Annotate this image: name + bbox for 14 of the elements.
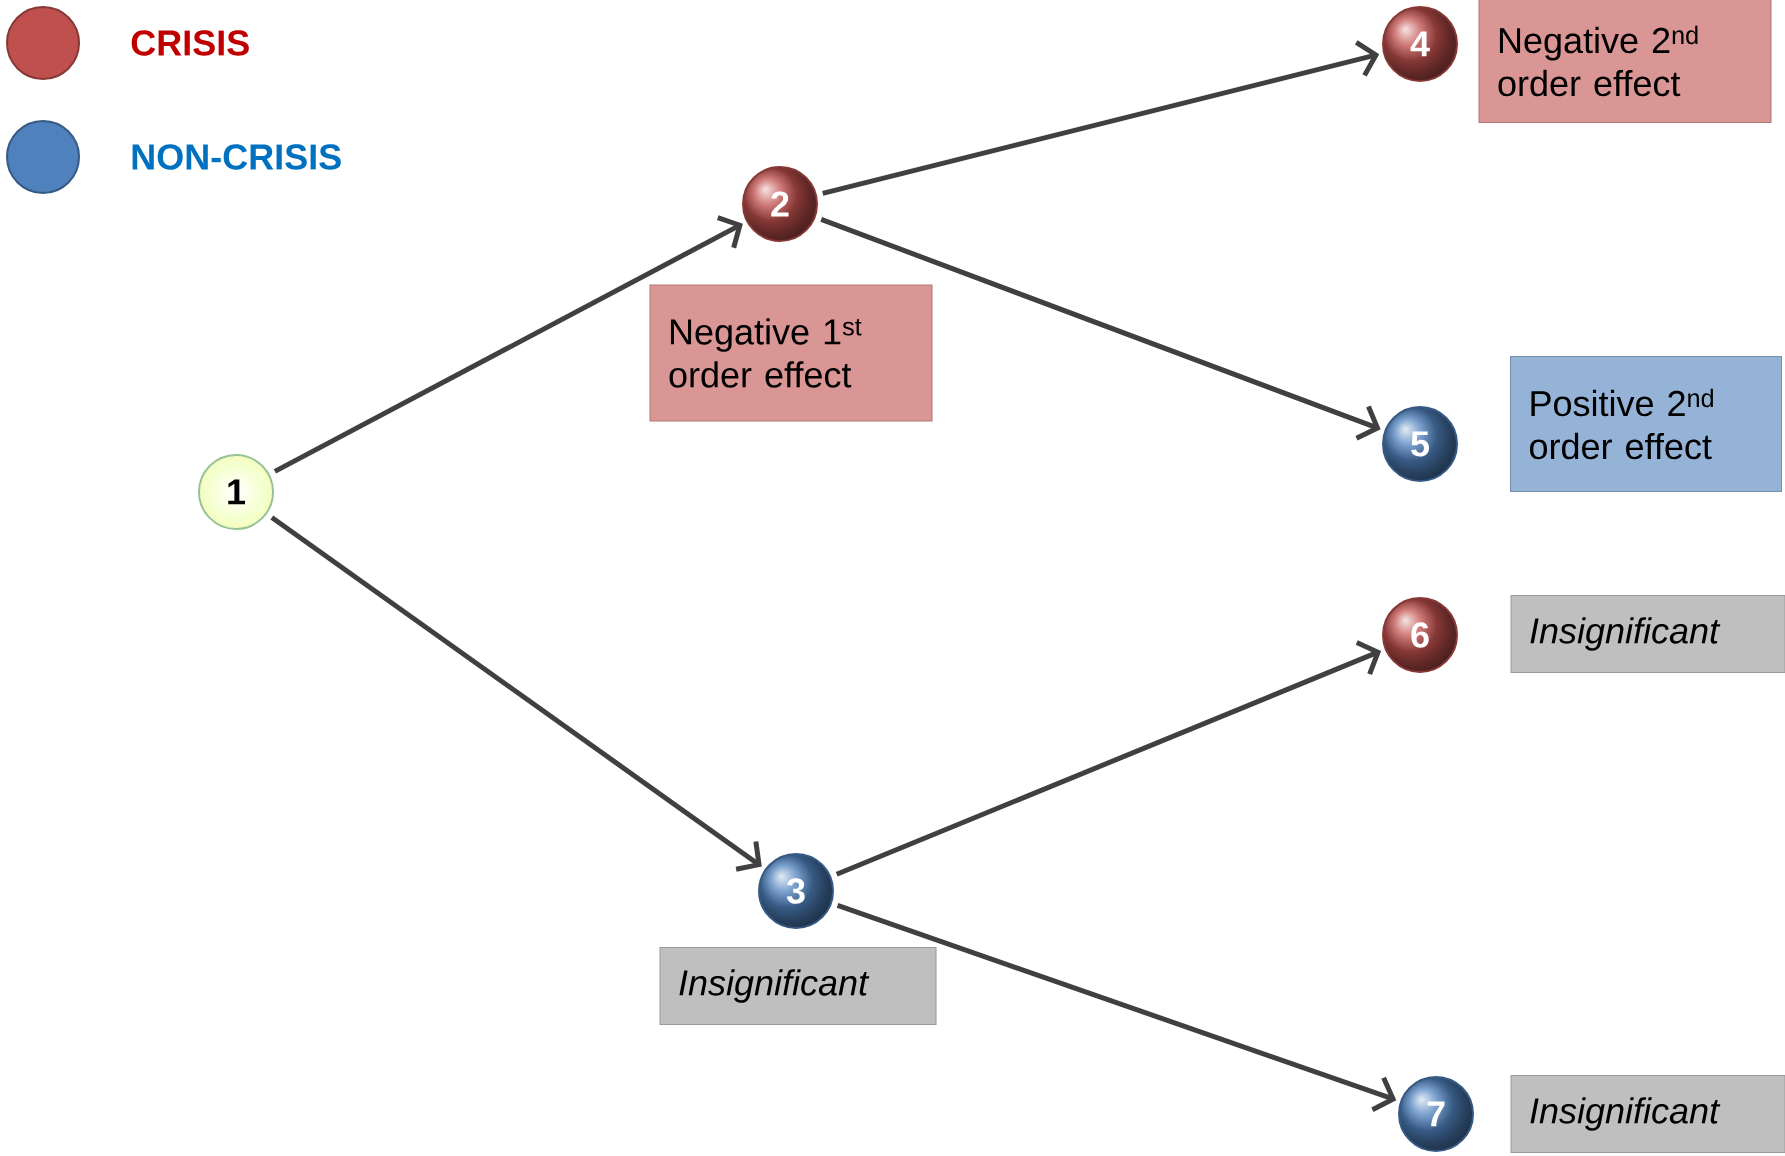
effect-box: Positive 2$^{nd}$ order effect <box>1510 356 1782 492</box>
arrow <box>820 217 1381 441</box>
effect-box: Insignificant <box>659 947 937 1025</box>
legend-label: NON-CRISIS <box>132 144 341 170</box>
arrow <box>822 40 1380 196</box>
arrow <box>273 215 743 474</box>
effect-box: Negative 2$^{nd}$ order effect <box>1478 0 1772 123</box>
arrow <box>835 640 1382 877</box>
effect-box: Insignificant <box>1510 595 1785 673</box>
legend-label: CRISIS <box>131 30 249 56</box>
arrow <box>836 903 1397 1113</box>
arrow <box>270 515 762 872</box>
effect-box: Negative 1$^{st}$ order effect <box>649 284 933 422</box>
effect-box: Insignificant <box>1510 1075 1785 1153</box>
